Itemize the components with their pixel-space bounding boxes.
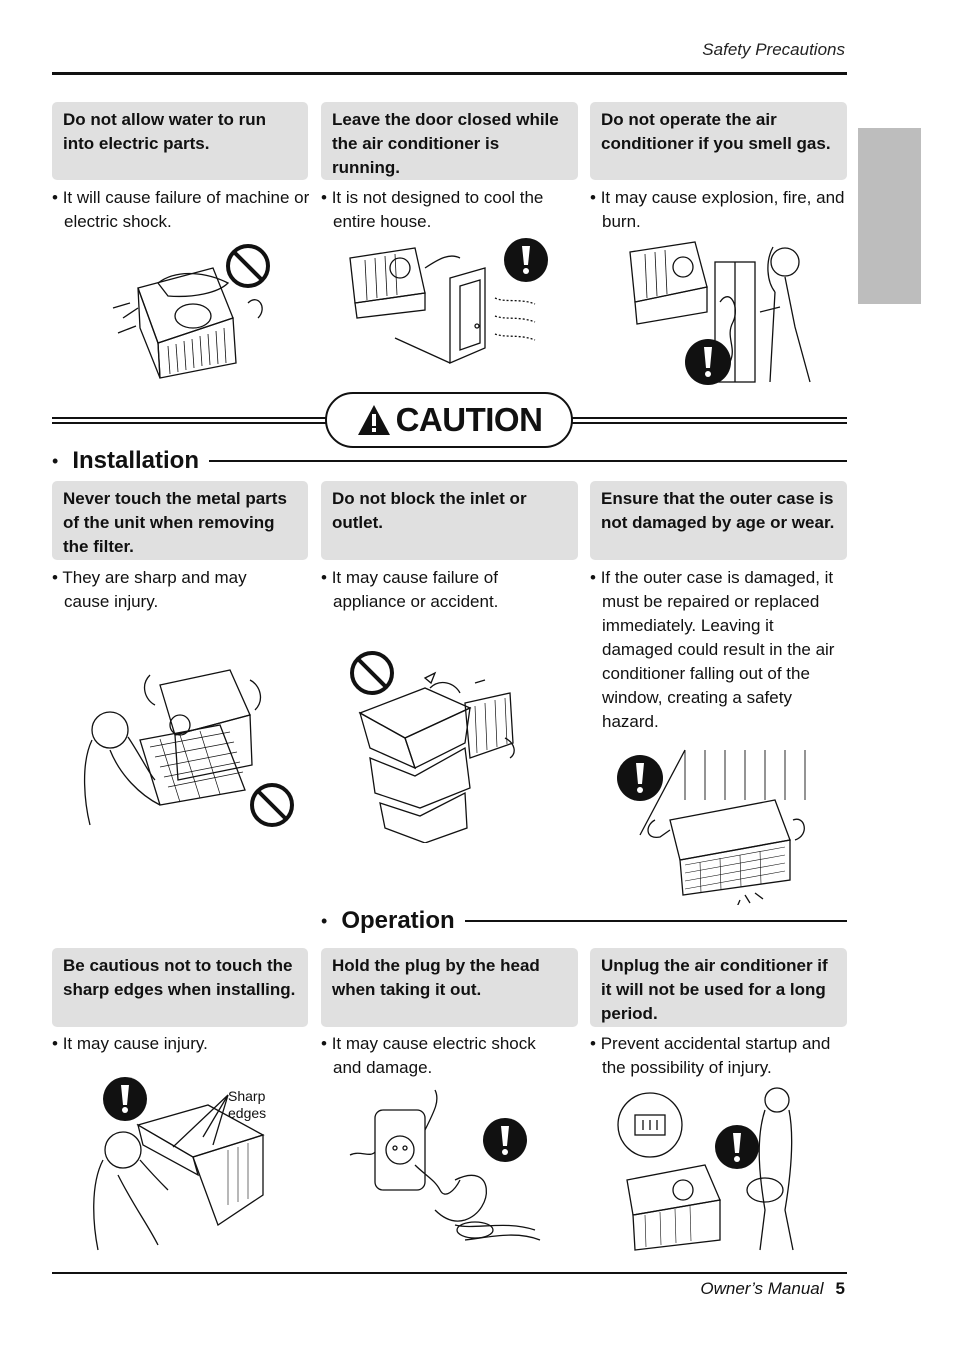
- footer-rule: [52, 1272, 847, 1274]
- operation-section-title: • Operation: [321, 907, 847, 935]
- caution-banner: CAUTION: [325, 392, 573, 448]
- bullet-door-closed: It is not designed to cool the entire ho…: [321, 186, 579, 234]
- bullet-outer-case: If the outer case is damaged, it must be…: [590, 566, 846, 734]
- footer-manual-label: Owner’s Manual: [700, 1279, 824, 1298]
- illustration-remove-filter: [83, 669, 294, 827]
- caution-rule-left: [52, 417, 327, 424]
- bullet-metal-parts: They are sharp and may cause injury.: [52, 566, 292, 614]
- caution-triangle-icon: [357, 405, 390, 435]
- heading-door-closed: Leave the door closed while the air cond…: [321, 102, 578, 180]
- heading-hold-plug: Hold the plug by the head when taking it…: [321, 948, 578, 1027]
- page-header-title: Safety Precautions: [702, 40, 845, 59]
- heading-metal-parts: Never touch the metal parts of the unit …: [52, 481, 308, 560]
- page-number: 5: [835, 1279, 845, 1298]
- installation-title: Installation: [72, 447, 199, 474]
- bullet-sharp-edges: It may cause injury.: [52, 1032, 292, 1056]
- heading-smell-gas: Do not operate the air conditioner if yo…: [590, 102, 847, 180]
- heading-sharp-edges: Be cautious not to touch the sharp edges…: [52, 948, 308, 1027]
- bullet-hold-plug: It may cause electric shock and damage.: [321, 1032, 561, 1080]
- illustration-block-inlet: [350, 651, 515, 843]
- illustration-unplug: [617, 1087, 794, 1251]
- heading-water-electric: Do not allow water to run into electric …: [52, 102, 308, 180]
- illustration-door-open: [349, 238, 548, 364]
- illustration-damaged-case: [617, 749, 806, 905]
- illustration-sharp-edges: [93, 1077, 265, 1251]
- sharp-edges-label: Sharp edges: [228, 1088, 267, 1121]
- bullet-water-electric: It will cause failure of machine or elec…: [52, 186, 310, 234]
- bullet-smell-gas: It may cause explosion, fire, and burn.: [590, 186, 848, 234]
- caution-label: CAUTION: [395, 401, 543, 438]
- caution-rule-right: [571, 417, 847, 424]
- bullet-unplug: Prevent accidental startup and the possi…: [590, 1032, 846, 1080]
- section-side-tab: [858, 128, 921, 304]
- illustration-water-ac: [112, 244, 270, 379]
- installation-section-title: • Installation: [52, 447, 847, 475]
- heading-block-inlet: Do not block the inlet or outlet.: [321, 481, 578, 560]
- heading-outer-case: Ensure that the outer case is not damage…: [590, 481, 847, 560]
- heading-unplug: Unplug the air conditioner if it will no…: [590, 948, 847, 1027]
- bullet-block-inlet: It may cause failure of appliance or acc…: [321, 566, 561, 614]
- operation-title: Operation: [341, 907, 455, 934]
- illustration-hold-plug: [349, 1089, 541, 1241]
- illustration-smell-gas: [629, 241, 811, 385]
- header-rule: [52, 72, 847, 75]
- page-footer: Owner’s Manual 5: [700, 1279, 845, 1299]
